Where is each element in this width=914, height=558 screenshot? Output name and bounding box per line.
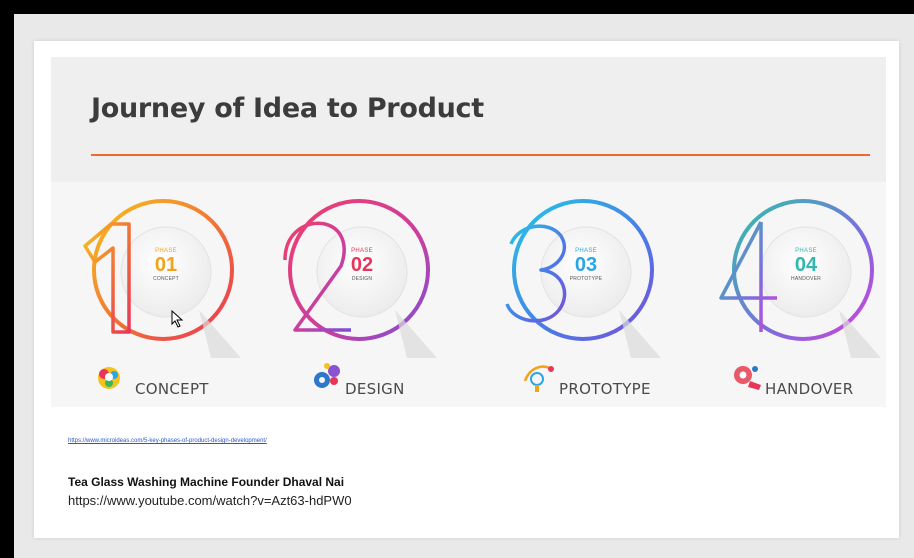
phase-3-word: PHASE: [575, 248, 597, 254]
phase-2-name: DESIGN: [345, 380, 405, 398]
phase-3-number: 03: [574, 254, 598, 276]
video-url[interactable]: https://www.youtube.com/watch?v=Azt63-hd…: [68, 493, 352, 508]
phase-4-subtitle: HANDOVER: [791, 276, 821, 282]
phases-graphic: [81, 199, 881, 392]
phase-4-word: PHASE: [795, 248, 817, 254]
phase-1-name: CONCEPT: [135, 380, 209, 398]
prototype-icon: [523, 365, 554, 392]
phase-4-name: HANDOVER: [765, 380, 854, 398]
phase-1-label: PHASE 01 CONCEPT: [141, 248, 191, 282]
phase-3-name: PROTOTYPE: [559, 380, 651, 398]
phase-1-graphic: [81, 199, 241, 358]
presentation-slide: Journey of Idea to Product: [34, 41, 899, 538]
mouse-cursor-icon: [171, 310, 184, 328]
founder-credit: Tea Glass Washing Machine Founder Dhaval…: [68, 475, 345, 489]
phase-2-label: PHASE 02 DESIGN: [337, 248, 387, 282]
title-underline: [91, 154, 870, 156]
phases-infographic: PHASE 01 CONCEPT PHASE 02 DESIGN PHASE 0…: [51, 182, 886, 407]
source-link[interactable]: https://www.microideas.com/5-key-phases-…: [68, 438, 267, 444]
title-band: Journey of Idea to Product: [51, 57, 886, 184]
phase-1-subtitle: CONCEPT: [153, 276, 179, 282]
slide-title: Journey of Idea to Product: [91, 93, 484, 124]
phase-1-word: PHASE: [155, 248, 177, 254]
phase-3-label: PHASE 03 PROTOTYPE: [561, 248, 611, 282]
gears-icon: [314, 363, 340, 388]
phase-3-graphic: [505, 199, 661, 358]
phase-2-subtitle: DESIGN: [351, 276, 373, 282]
phase-4-label: PHASE 04 HANDOVER: [781, 248, 831, 282]
phase-3-subtitle: PROTOTYPE: [569, 276, 603, 282]
phase-2-graphic: [283, 199, 437, 358]
phase-4-number: 04: [794, 254, 818, 276]
phase-4-graphic: [719, 199, 881, 358]
phase-2-number: 02: [350, 254, 374, 276]
screen-background: Journey of Idea to Product: [14, 14, 914, 558]
phase-1-number: 01: [154, 254, 178, 276]
phase-2-word: PHASE: [351, 248, 373, 254]
lightbulb-icon: [98, 367, 120, 389]
handshake-icon: [734, 366, 761, 390]
